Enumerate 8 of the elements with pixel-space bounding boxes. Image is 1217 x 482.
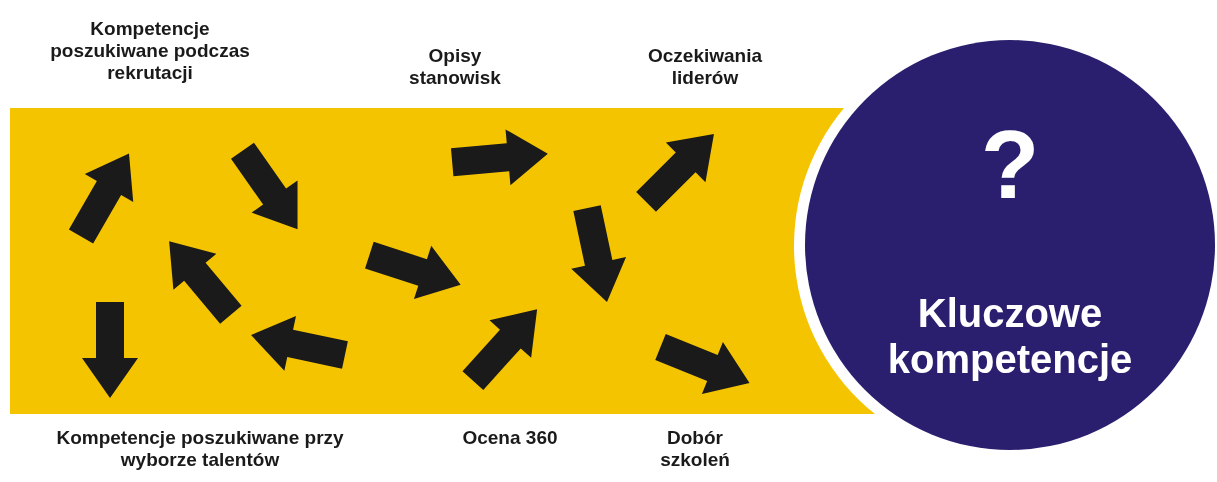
label-text: Ocena 360 <box>461 427 559 449</box>
label-text: Kompetencje poszukiwane podczas rekrutacji <box>49 18 251 84</box>
label-text: Kompetencje poszukiwane przy wyborze talentów <box>55 427 345 471</box>
label-text: Opisy stanowisk <box>408 45 502 89</box>
label-text: Dobór szkoleń <box>659 427 731 471</box>
label-text: Oczekiwania liderów <box>646 45 764 89</box>
circle-label: Kluczowe kompetencje <box>886 290 1134 382</box>
question-mark: ? <box>979 110 1041 220</box>
